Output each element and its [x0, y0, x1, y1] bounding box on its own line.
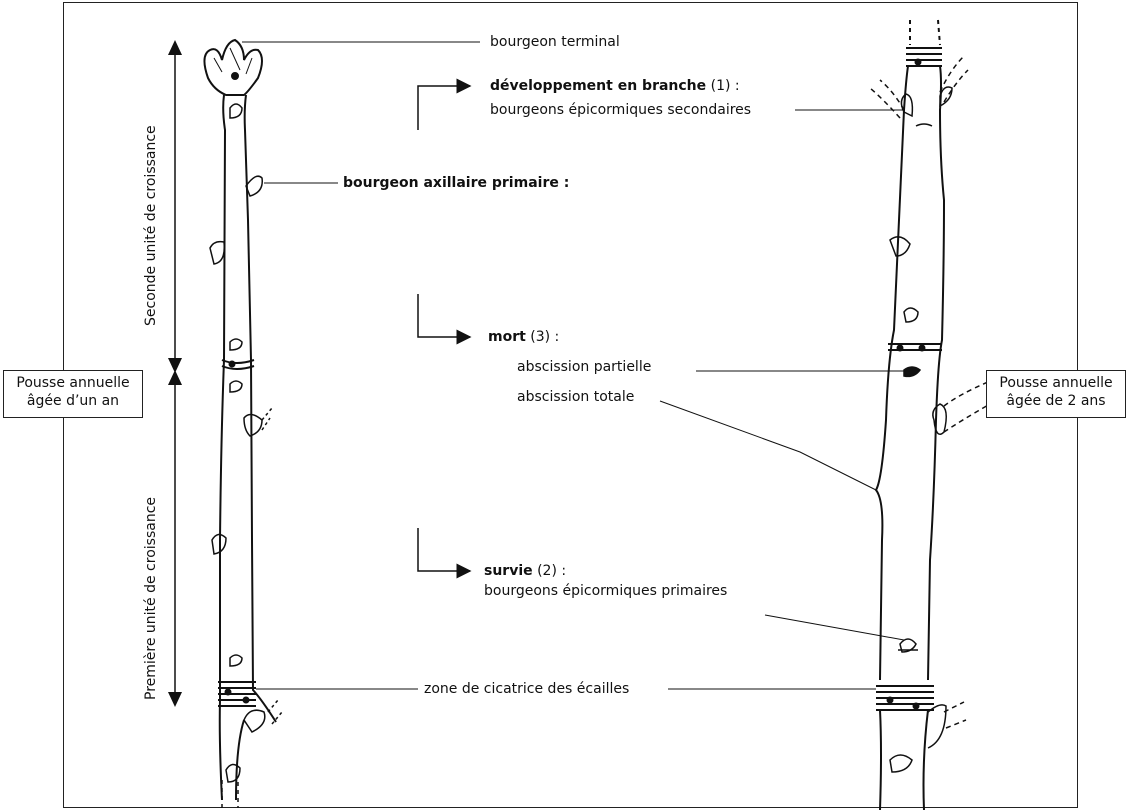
left-stem: [203, 38, 283, 808]
leader-lines: [242, 41, 905, 690]
arrow-death: [417, 294, 472, 345]
box-two-year-line2: âgée de 2 ans: [1006, 393, 1106, 409]
fate-arrows: [417, 78, 472, 579]
label-terminal-bud: bourgeon terminal: [490, 34, 620, 50]
second-growth-unit-arrow: [168, 40, 182, 373]
label-branch-development-bold: développement en branche: [490, 78, 707, 94]
label-axillary-bud: bourgeon axillaire primaire :: [343, 175, 570, 191]
label-second-growth-unit: Seconde unité de croissance: [143, 125, 159, 326]
label-survival-num: (2) :: [532, 563, 567, 579]
box-one-year-shoot: Pousse annuelle âgée d’un an: [3, 370, 143, 418]
label-scale-scar-zone: zone de cicatrice des écailles: [424, 681, 630, 697]
box-one-year-line2: âgée d’un an: [26, 393, 120, 409]
leader-primary-epicormic: [764, 614, 905, 641]
label-secondary-epicormic: bourgeons épicormiques secondaires: [490, 102, 752, 118]
label-branch-development-num: (1) :: [706, 78, 740, 94]
label-death: mort (3) :: [488, 328, 559, 346]
label-first-growth-unit: Première unité de croissance: [143, 497, 159, 700]
label-branch-development: développement en branche (1) :: [490, 77, 740, 95]
box-two-year-line1: Pousse annuelle: [999, 375, 1113, 391]
box-one-year-line1: Pousse annuelle: [16, 375, 130, 391]
label-survival: survie (2) :: [484, 562, 566, 580]
label-death-num: (3) :: [525, 329, 560, 345]
label-survival-bold: survie: [484, 563, 533, 579]
right-stem: [869, 19, 991, 810]
label-partial-abscission: abscission partielle: [517, 359, 652, 375]
first-growth-unit-arrow: [168, 370, 182, 707]
arrow-branch-development: [417, 78, 472, 130]
box-two-year-shoot: Pousse annuelle âgée de 2 ans: [986, 370, 1126, 418]
label-primary-epicormic: bourgeons épicormiques primaires: [484, 583, 728, 599]
leader-total-abscission: [659, 400, 877, 491]
arrow-survival: [417, 528, 472, 579]
label-total-abscission: abscission totale: [517, 389, 635, 405]
label-death-bold: mort: [488, 329, 526, 345]
